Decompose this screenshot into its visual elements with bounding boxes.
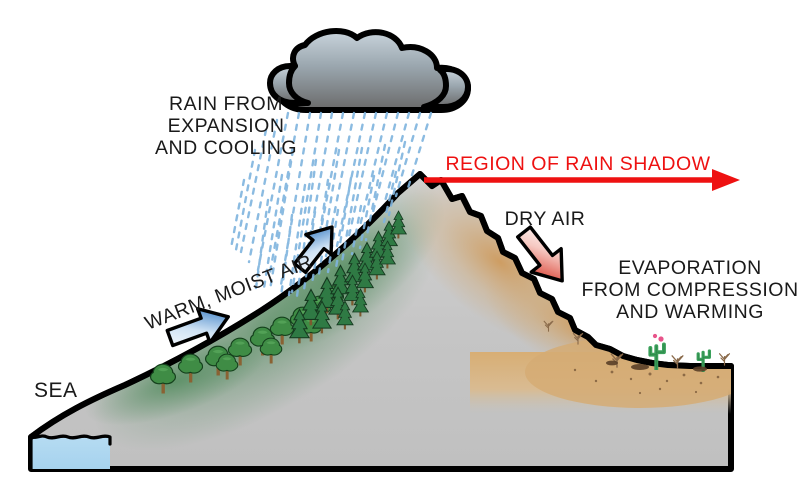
dry-air-downslope-arrow xyxy=(515,225,564,283)
label-evaporation-from-compression-and-warming: EVAPORATION FROM COMPRESSION AND WARMING xyxy=(581,257,798,323)
svg-text:EXPANSION: EXPANSION xyxy=(168,115,285,137)
cactus-flower-icon xyxy=(652,333,664,342)
svg-text:FROM COMPRESSION: FROM COMPRESSION xyxy=(581,279,798,301)
svg-text:RAIN FROM: RAIN FROM xyxy=(169,93,283,115)
label-rain-from-expansion-and-cooling: RAIN FROM EXPANSION AND COOLING xyxy=(155,93,297,159)
label-dry-air: DRY AIR xyxy=(505,208,586,230)
label-region-of-rain-shadow: REGION OF RAIN SHADOW xyxy=(445,153,710,175)
rain-cloud xyxy=(267,28,471,113)
desert-ground-tufts xyxy=(606,360,707,372)
svg-text:EVAPORATION: EVAPORATION xyxy=(618,257,761,279)
desert-plants xyxy=(543,320,731,372)
desert-floor-speckles xyxy=(573,368,720,395)
rain-shadow-arrow xyxy=(424,169,740,191)
svg-text:AND WARMING: AND WARMING xyxy=(616,301,764,323)
svg-text:AND COOLING: AND COOLING xyxy=(155,137,297,159)
mountain-outline xyxy=(28,171,734,440)
warm-moist-air-arrow xyxy=(165,307,230,348)
sea-water xyxy=(29,434,112,471)
label-sea: SEA xyxy=(34,379,78,402)
moist-air-upslope-arrow xyxy=(292,225,334,275)
